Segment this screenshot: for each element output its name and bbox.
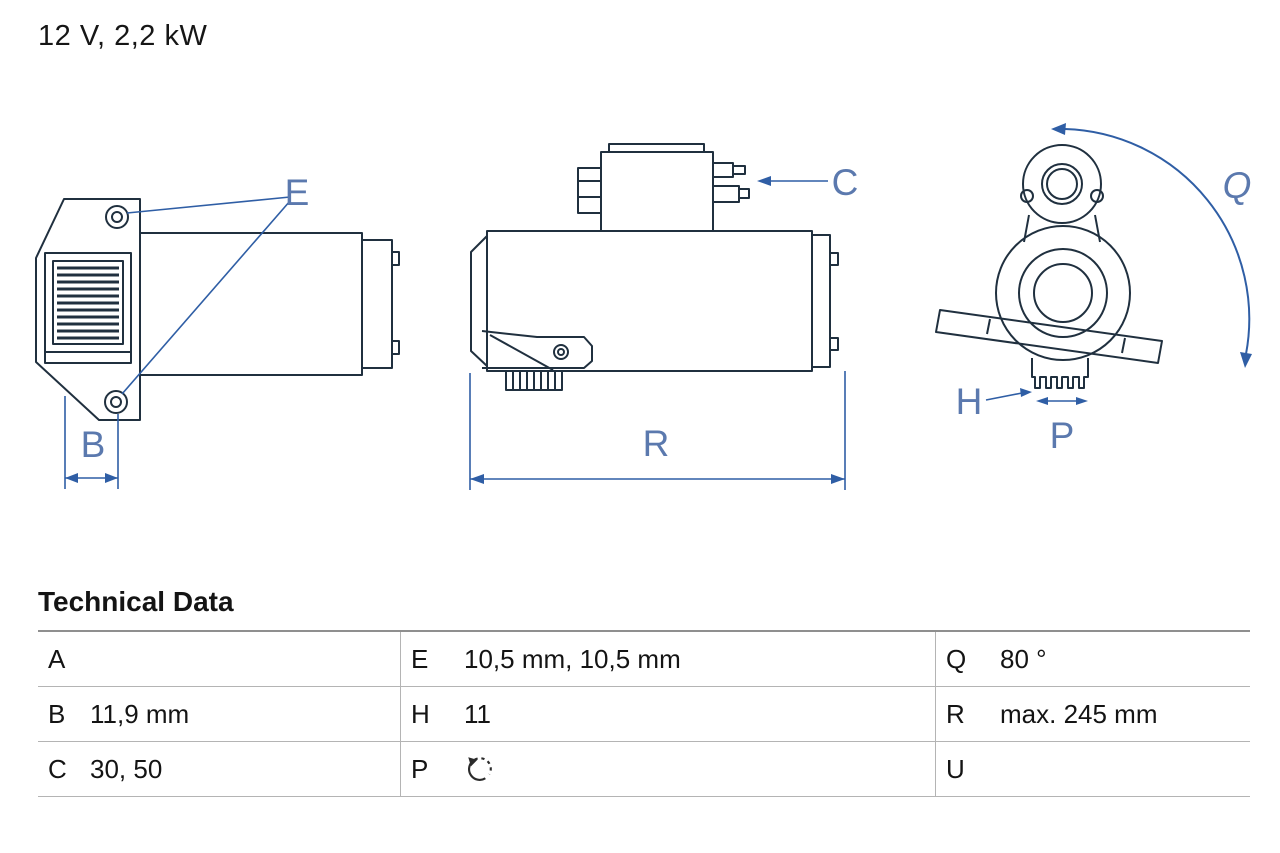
spec-value-Q: 80 ° — [992, 632, 1250, 687]
motor-body-side — [486, 230, 813, 372]
spec-key-C: C — [38, 742, 82, 797]
technical-data-table: A E 10,5 mm, 10,5 mm Q 80 ° B 11,9 mm H … — [38, 630, 1250, 797]
diagonal-strip — [935, 309, 1163, 364]
dim-arrow — [1240, 352, 1252, 368]
body-front — [995, 225, 1131, 361]
dim-arrow — [65, 473, 78, 483]
rotation-ccw-icon — [468, 757, 492, 781]
mounting-foot — [481, 330, 593, 369]
dim-arrow — [1076, 397, 1088, 405]
product-spec-title: 12 V, 2,2 kW — [38, 20, 208, 52]
dim-label-Q: Q — [1223, 165, 1252, 206]
grille-inner — [52, 260, 124, 345]
dim-arrow — [757, 176, 771, 186]
spec-value-R: max. 245 mm — [992, 687, 1250, 742]
spec-value-H: 11 — [456, 687, 935, 742]
pinion-gear-front — [1031, 358, 1089, 389]
end-cap — [361, 239, 393, 369]
solenoid-mount — [577, 167, 602, 214]
spec-value-C: 30, 50 — [82, 742, 400, 797]
technical-data-title: Technical Data — [38, 586, 234, 617]
dim-arrow — [470, 474, 484, 484]
flange — [1022, 144, 1102, 224]
spec-key-H: H — [400, 687, 456, 742]
spec-key-R: R — [935, 687, 992, 742]
spec-value-P — [456, 742, 935, 797]
dim-label-E: E — [285, 172, 310, 213]
spec-key-B: B — [38, 687, 82, 742]
dim-arrow — [105, 473, 118, 483]
motor-body — [139, 232, 363, 376]
terminal-upper — [712, 162, 734, 178]
dim-label-C: C — [832, 162, 859, 203]
dim-arrow — [1020, 388, 1032, 397]
right-view — [935, 144, 1163, 389]
left-view-dimensions — [64, 196, 291, 489]
grille-bars — [57, 266, 119, 340]
center-view-dimensions — [469, 180, 846, 490]
dim-label-H: H — [956, 381, 983, 422]
dim-label-B: B — [81, 424, 106, 465]
dim-arrow — [1036, 397, 1048, 405]
spec-value-U — [992, 742, 1250, 797]
dim-label-R: R — [643, 423, 670, 464]
dim-label-P: P — [1050, 415, 1075, 456]
spec-value-E: 10,5 mm, 10,5 mm — [456, 632, 935, 687]
spec-value-A — [82, 632, 400, 687]
q-arc — [1064, 128, 1251, 355]
spec-key-Q: Q — [935, 632, 992, 687]
dim-arrow — [831, 474, 845, 484]
left-view — [35, 198, 400, 421]
dim-arrow — [1051, 123, 1066, 135]
bracket-hole-bottom — [104, 390, 128, 414]
center-view — [470, 143, 839, 391]
spec-key-A: A — [38, 632, 82, 687]
bracket-hole-top — [105, 205, 129, 229]
spec-key-P: P — [400, 742, 456, 797]
solenoid — [600, 151, 714, 232]
spec-value-B: 11,9 mm — [82, 687, 400, 742]
mounting-bracket — [35, 198, 141, 421]
spec-key-E: E — [400, 632, 456, 687]
spec-key-U: U — [935, 742, 992, 797]
starter-motor-technical-drawing: E B — [35, 123, 1252, 490]
terminal-lower — [712, 185, 740, 203]
